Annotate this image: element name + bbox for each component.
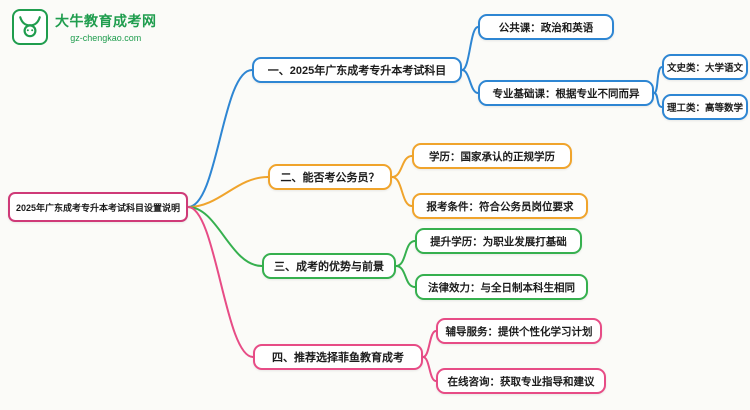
node-branch-1-child-2: 专业基础课：根据专业不同而异 xyxy=(478,80,654,106)
branch-1-connectors xyxy=(187,26,663,208)
node-branch-3-child-1: 提升学历：为职业发展打基础 xyxy=(415,228,582,254)
node-branch-1: 一、2025年广东成考专升本考试科目 xyxy=(252,57,462,83)
logo-title: 大牛教育成考网 xyxy=(55,13,157,29)
node-branch-2: 二、能否考公务员？ xyxy=(268,164,392,190)
node-branch-3: 三、成考的优势与前景 xyxy=(262,253,396,279)
node-branch-1-child-1: 公共课：政治和英语 xyxy=(478,14,614,40)
logo-subtitle: gz-chengkao.com xyxy=(70,33,142,43)
node-branch-4-child-1: 辅导服务：提供个性化学习计划 xyxy=(436,318,602,344)
node-branch-3-child-2: 法律效力：与全日制本科生相同 xyxy=(415,274,588,300)
root-node: 2025年广东成考专升本考试科目设置说明 xyxy=(8,192,188,222)
node-branch-1-grandchild-2: 理工类：高等数学 xyxy=(662,94,748,120)
node-branch-4: 四、推荐选择菲鱼教育成考 xyxy=(253,344,423,370)
node-branch-4-child-2: 在线咨询：获取专业指导和建议 xyxy=(436,368,606,394)
logo-text: 大牛教育成考网 gz-chengkao.com xyxy=(55,11,157,43)
bull-icon xyxy=(19,16,41,38)
node-branch-2-child-1: 学历：国家承认的正规学历 xyxy=(412,143,572,169)
site-logo: 大牛教育成考网 gz-chengkao.com xyxy=(12,9,157,45)
node-branch-1-grandchild-1: 文史类：大学语文 xyxy=(662,54,748,80)
bull-logo-icon xyxy=(12,9,48,45)
node-branch-2-child-2: 报考条件：符合公务员岗位要求 xyxy=(412,193,588,219)
